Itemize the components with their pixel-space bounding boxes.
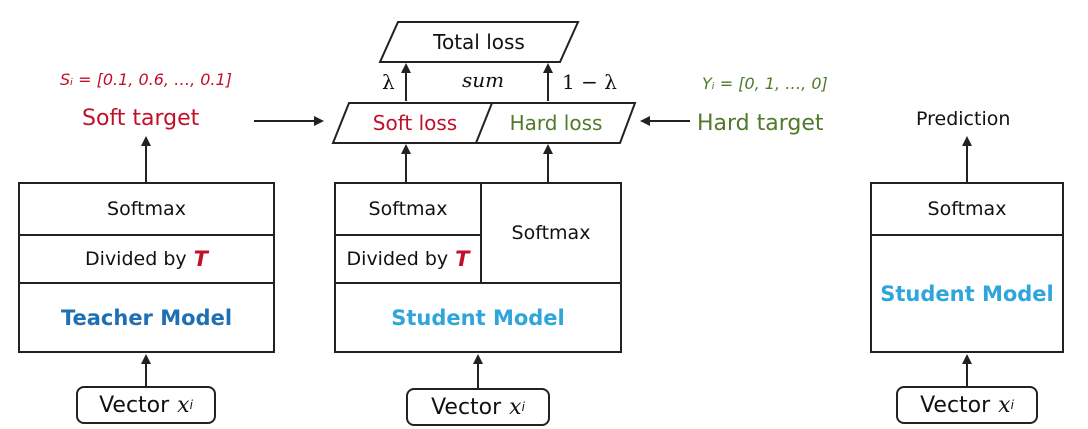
teacher-softmax-cell: Softmax bbox=[20, 184, 273, 234]
hard-target-vector: Yᵢ = [0, 1, …, 0] bbox=[702, 74, 828, 93]
loss-divider bbox=[475, 102, 493, 144]
soft-loss-label: Soft loss bbox=[372, 111, 458, 135]
student-vector-x-right: x bbox=[998, 392, 1011, 418]
soft-target-vector: Sᵢ = [0.1, 0.6, …, 0.1] bbox=[60, 70, 232, 89]
teacher-model-block: Softmax Divided by T Teacher Model bbox=[18, 182, 275, 353]
teacher-model-cell: Teacher Model bbox=[20, 284, 273, 351]
total-loss-label: Total loss bbox=[433, 30, 525, 54]
teacher-temperature: T bbox=[193, 247, 208, 271]
student-vector-label-right: Vector bbox=[920, 392, 991, 418]
student-softmax-left-cell: Softmax bbox=[336, 184, 480, 234]
teacher-divided-cell: Divided by T bbox=[20, 236, 273, 282]
teacher-model-label: Teacher Model bbox=[60, 305, 233, 330]
student-vector-label-middle: Vector bbox=[431, 394, 502, 420]
student-softmax-right-cell: Softmax bbox=[482, 184, 620, 282]
right-student-model-label: Student Model bbox=[880, 281, 1054, 306]
teacher-softmax-label: Softmax bbox=[107, 198, 186, 220]
teacher-vector-sub: i bbox=[189, 398, 193, 412]
student-softmax-left-label: Softmax bbox=[368, 198, 448, 220]
teacher-divided-label: Divided by bbox=[85, 248, 187, 270]
right-softmax-cell: Softmax bbox=[872, 184, 1062, 234]
student-divided-cell: Divided by T bbox=[336, 236, 480, 282]
right-softmax-label: Softmax bbox=[927, 198, 1007, 220]
lambda-label: λ bbox=[382, 70, 395, 94]
sum-label: sum bbox=[462, 68, 505, 92]
student-divided-label: Divided by bbox=[346, 248, 449, 270]
hard-target-label: Hard target bbox=[697, 111, 824, 136]
hard-loss-label: Hard loss bbox=[509, 111, 603, 135]
soft-target-label: Soft target bbox=[82, 106, 200, 131]
student-temperature: T bbox=[455, 247, 470, 271]
student-vector-x-middle: x bbox=[509, 394, 522, 420]
student-vector-sub-middle: i bbox=[521, 400, 525, 414]
student-model-block-middle: Softmax Divided by T Softmax Student Mod… bbox=[334, 182, 622, 353]
right-student-model-cell: Student Model bbox=[872, 236, 1062, 351]
student-vector-sub-right: i bbox=[1010, 398, 1014, 412]
student-model-cell-middle: Student Model bbox=[336, 284, 620, 351]
student-model-label-middle: Student Model bbox=[391, 305, 565, 330]
total-loss-shape bbox=[378, 21, 580, 63]
teacher-vector-x: x bbox=[177, 392, 190, 418]
teacher-vector-label: Vector bbox=[99, 392, 170, 418]
prediction-label: Prediction bbox=[916, 108, 1011, 130]
student-softmax-right-label: Softmax bbox=[511, 222, 591, 244]
student-model-block-right: Softmax Student Model bbox=[870, 182, 1064, 353]
one-minus-lambda-label: 1 − λ bbox=[562, 70, 617, 94]
